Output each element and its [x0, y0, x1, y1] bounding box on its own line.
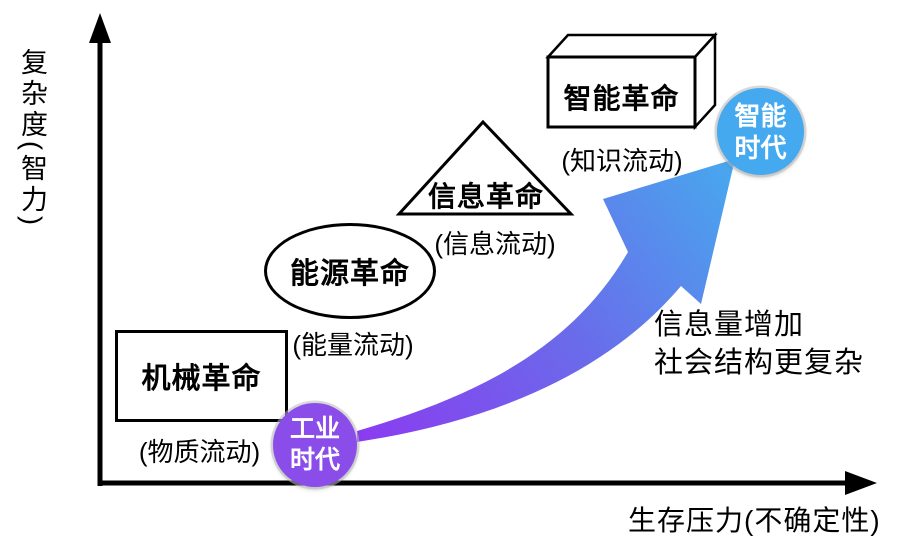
stage-shape-triangle — [395, 119, 575, 216]
x-axis-arrow-icon — [845, 471, 877, 495]
stage-title-mechanical: 机械革命 — [141, 363, 262, 395]
stage-shape-ellipse: 能源革命 — [264, 223, 436, 319]
stage-shape-cuboid-front — [546, 55, 697, 129]
era-intelligent-line2: 时代 — [734, 132, 787, 163]
era-badge-industrial: 工业 时代 — [273, 403, 357, 487]
era-industrial-line2: 时代 — [289, 446, 340, 474]
annotation-line1: 信息量增加 — [654, 309, 805, 341]
annotation-line2: 社会结构更复杂 — [654, 347, 865, 379]
stage-caption-energy: (能量流动) — [292, 330, 414, 360]
stage-caption-intelligence: (知识流动) — [561, 146, 683, 176]
stage-shape-rectangle: 机械革命 — [115, 330, 288, 422]
stage-caption-information: (信息流动) — [434, 229, 556, 259]
era-industrial-line1: 工业 — [289, 415, 340, 443]
stage-title-energy: 能源革命 — [289, 258, 410, 290]
stage-caption-mechanical: (物质流动) — [138, 437, 261, 467]
y-axis-label-primary: 复杂度 — [17, 48, 47, 141]
era-intelligent-line1: 智能 — [734, 100, 787, 131]
era-badge-intelligent: 智能 时代 — [717, 88, 804, 175]
stage-title-information: 信息革命 — [427, 181, 544, 212]
stage-title-intelligence: 智能革命 — [563, 83, 680, 114]
annotation-text: 信息量增加 社会结构更复杂 — [654, 306, 864, 382]
y-axis-arrow-icon — [89, 13, 111, 43]
x-axis-label: 生存压力(不确定性) — [628, 505, 881, 536]
stage-shape-cuboid-top — [545, 33, 718, 59]
y-axis-label-secondary: (智力) — [17, 141, 47, 229]
growth-arrow — [357, 159, 735, 442]
y-axis-label: 复杂度(智力) — [12, 48, 52, 229]
